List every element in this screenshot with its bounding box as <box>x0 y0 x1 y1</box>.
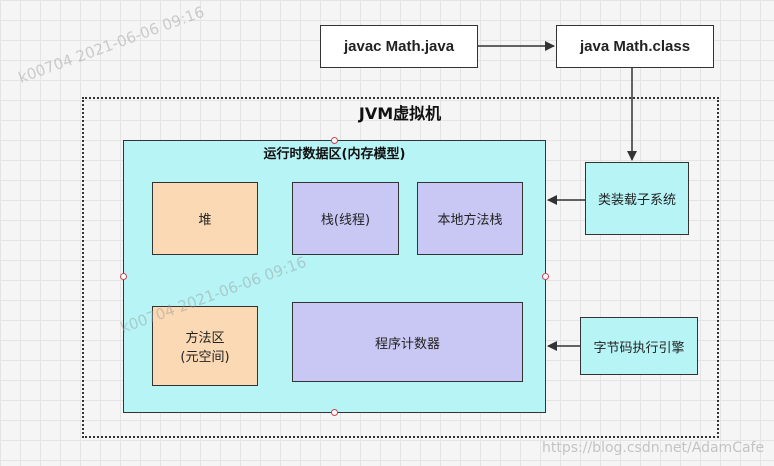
jvm-frame <box>82 97 719 438</box>
javac-box: javac Math.java <box>320 25 478 68</box>
selection-handle-right <box>542 273 549 280</box>
runtime-title: 运行时数据区(内存模型) <box>263 147 406 162</box>
selection-handle-bottom <box>331 409 338 416</box>
native-stack-box: 本地方法栈 <box>417 182 523 255</box>
stack-box: 栈(线程) <box>292 182 399 255</box>
javac-label: javac Math.java <box>343 38 455 55</box>
credit-watermark: https://blog.csdn.net/AdamCafe <box>542 440 765 456</box>
native-stack-label: 本地方法栈 <box>437 213 503 228</box>
heap-box: 堆 <box>152 182 258 255</box>
class-loader-label: 类装载子系统 <box>597 193 676 208</box>
heap-label: 堆 <box>198 213 212 228</box>
pc-register-label: 程序计数器 <box>374 336 440 352</box>
jvm-title: JVM虚拟机 <box>358 104 442 123</box>
method-area-box: 方法区 (元空间) <box>152 306 258 386</box>
java-label: java Math.class <box>579 38 691 55</box>
java-box: java Math.class <box>556 25 714 68</box>
execution-engine-box: 字节码执行引擎 <box>580 317 698 375</box>
selection-handle-top <box>331 137 338 144</box>
method-area-label: 方法区 <box>185 331 225 346</box>
method-area-sublabel: (元空间) <box>180 350 230 365</box>
class-loader-box: 类装载子系统 <box>585 162 689 235</box>
pc-register-box: 程序计数器 <box>292 302 523 382</box>
selection-handle-left <box>120 273 127 280</box>
stack-label: 栈(线程) <box>320 213 371 228</box>
execution-engine-label: 字节码执行引擎 <box>593 340 685 356</box>
